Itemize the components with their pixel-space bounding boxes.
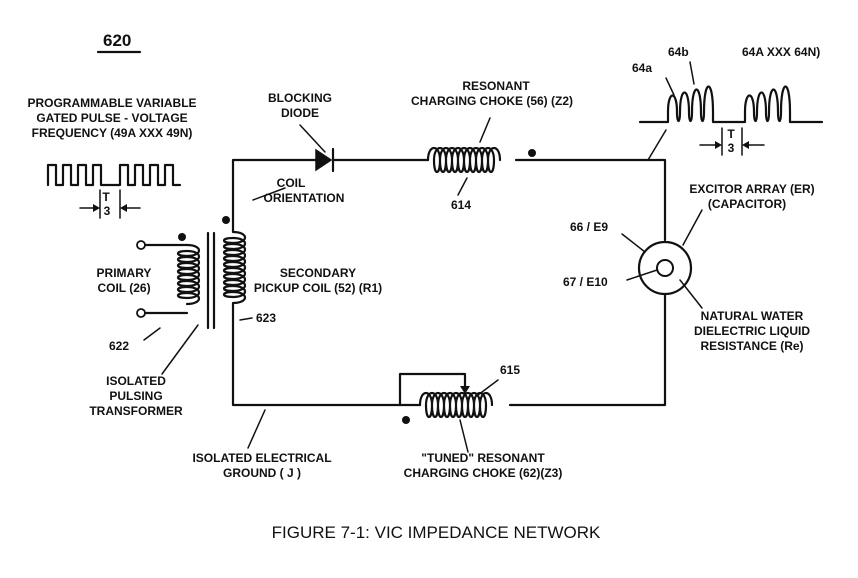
ref-64b: 64b (668, 45, 689, 59)
blocking-diode-label-1: BLOCKING (268, 91, 332, 105)
isolated-transformer-label-2: PULSING (109, 389, 162, 403)
tuned-choke-label-1: "TUNED" RESONANT (421, 451, 545, 465)
resonant-timing-3: 3 (728, 141, 735, 155)
isolated-transformer-label-3: TRANSFORMER (89, 404, 183, 418)
choke-polarity-dot (528, 149, 536, 157)
ground-label-2: GROUND ( J ) (223, 466, 301, 480)
secondary-coil-label-1: SECONDARY (280, 266, 356, 280)
primary-polarity-dot (178, 233, 186, 241)
pulse-timing-t: T (102, 190, 110, 204)
resonant-choke-label-1: RESONANT (462, 79, 530, 93)
e10-label: 67 / E10 (563, 275, 608, 289)
ref-614: 614 (451, 198, 471, 212)
tuned-choke-polarity-dot (402, 416, 410, 424)
gated-pulse-waveform (46, 163, 182, 219)
resonant-charging-choke-coil (426, 146, 536, 174)
ref-622: 622 (109, 339, 129, 353)
blocking-diode (315, 147, 335, 173)
ref-64a: 64a (632, 61, 652, 75)
excitor-label-2: (CAPACITOR) (708, 197, 786, 211)
pulsing-transformer (136, 216, 247, 337)
pulse-timing-3: 3 (104, 204, 111, 218)
pulse-label-1: PROGRAMMABLE VARIABLE (27, 96, 196, 110)
resonant-choke-label-2: CHARGING CHOKE (56) (Z2) (411, 94, 573, 108)
figure-caption: FIGURE 7-1: VIC IMPEDANCE NETWORK (272, 523, 601, 542)
coil-orientation-label-1: COIL (277, 176, 306, 190)
coil-orientation-label-2: ORIENTATION (264, 191, 345, 205)
blocking-diode-label-2: DIODE (281, 106, 319, 120)
secondary-coil-label-2: PICKUP COIL (52) (R1) (254, 281, 382, 295)
primary-coil-label-1: PRIMARY (97, 266, 152, 280)
e9-label: 66 / E9 (570, 220, 608, 234)
isolated-transformer-label-1: ISOLATED (106, 374, 166, 388)
water-label-3: RESISTANCE (Re) (700, 339, 803, 353)
excitor-array (637, 240, 693, 296)
ref-64A-64N: 64A XXX 64N) (742, 45, 820, 59)
tuned-choke-label-2: CHARGING CHOKE (62)(Z3) (404, 466, 563, 480)
pulse-label-2: GATED PULSE - VOLTAGE (36, 111, 187, 125)
water-label-1: NATURAL WATER (701, 309, 804, 323)
ground-label-1: ISOLATED ELECTRICAL (192, 451, 331, 465)
circuit-wires (231, 158, 667, 407)
tuned-charging-choke-coil (398, 372, 494, 424)
pulse-label-3: FREQUENCY (49A XXX 49N) (32, 126, 193, 140)
resonant-pulse-waveform (638, 85, 824, 156)
ref-623: 623 (256, 311, 276, 325)
secondary-polarity-dot (222, 216, 230, 224)
water-label-2: DIELECTRIC LIQUID (694, 324, 810, 338)
resonant-timing-t: T (727, 127, 735, 141)
ref-615: 615 (500, 363, 520, 377)
primary-coil-label-2: COIL (26) (97, 281, 150, 295)
excitor-label-1: EXCITOR ARRAY (ER) (689, 182, 814, 196)
leader-lines (143, 61, 703, 453)
figure-number: 620 (103, 31, 131, 50)
